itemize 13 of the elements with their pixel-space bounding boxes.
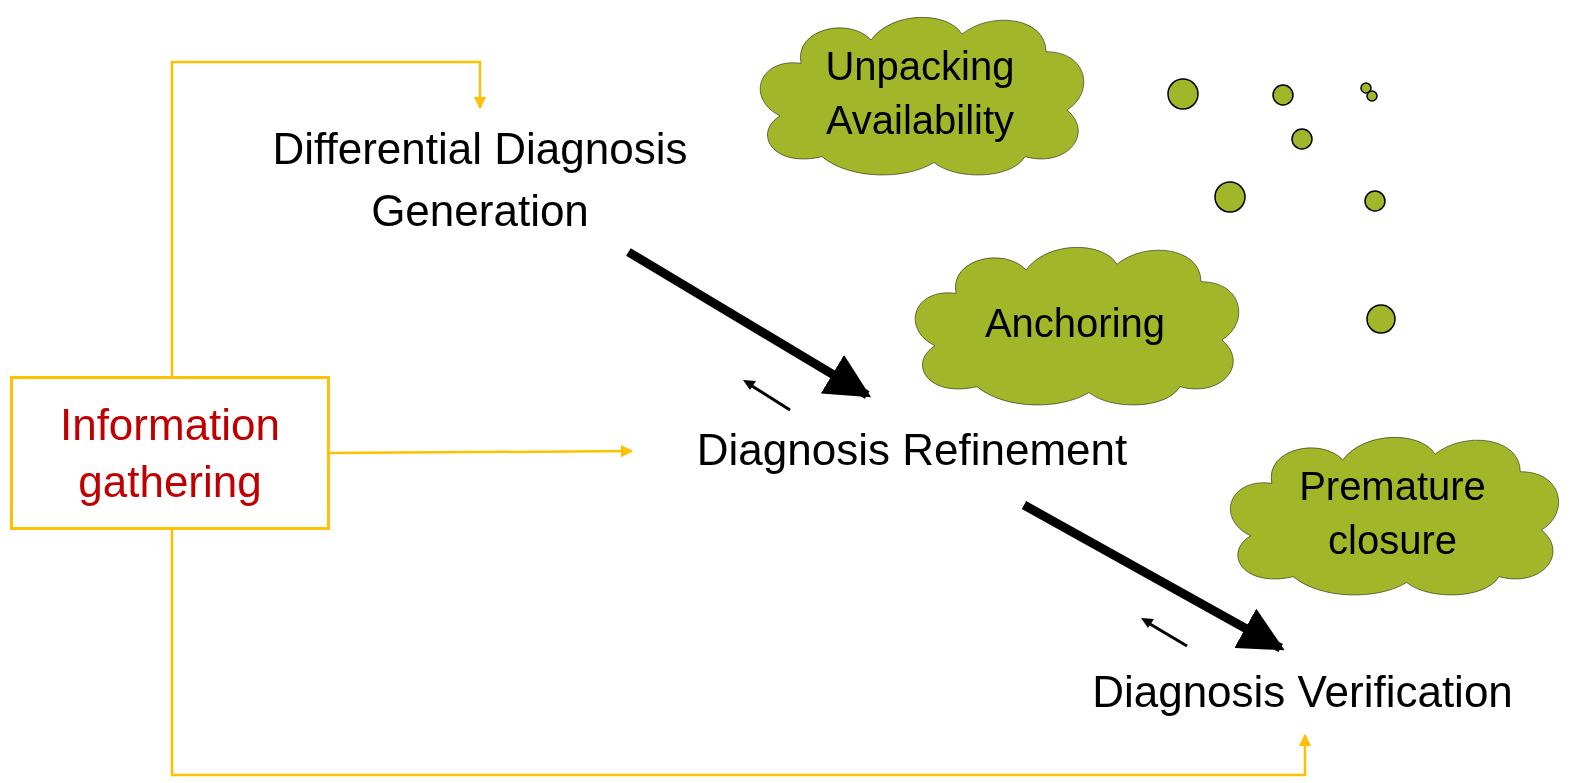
arrow [1021, 501, 1285, 652]
arrow [170, 60, 487, 376]
step-label: Diagnosis Verification [1030, 648, 1575, 735]
arrow [626, 248, 872, 399]
cloud-label: Anchoring [983, 299, 1167, 347]
box-label: Information gathering [58, 398, 282, 508]
cloud-label: Unpacking Availability [824, 42, 1016, 144]
cloud-label: Premature closure [1298, 462, 1487, 564]
arrow [330, 444, 634, 458]
step-label: Differential Diagnosis Generation [215, 108, 745, 252]
step-label: Diagnosis Refinement [632, 395, 1192, 505]
arrow [170, 530, 1312, 777]
process-box [10, 376, 330, 530]
